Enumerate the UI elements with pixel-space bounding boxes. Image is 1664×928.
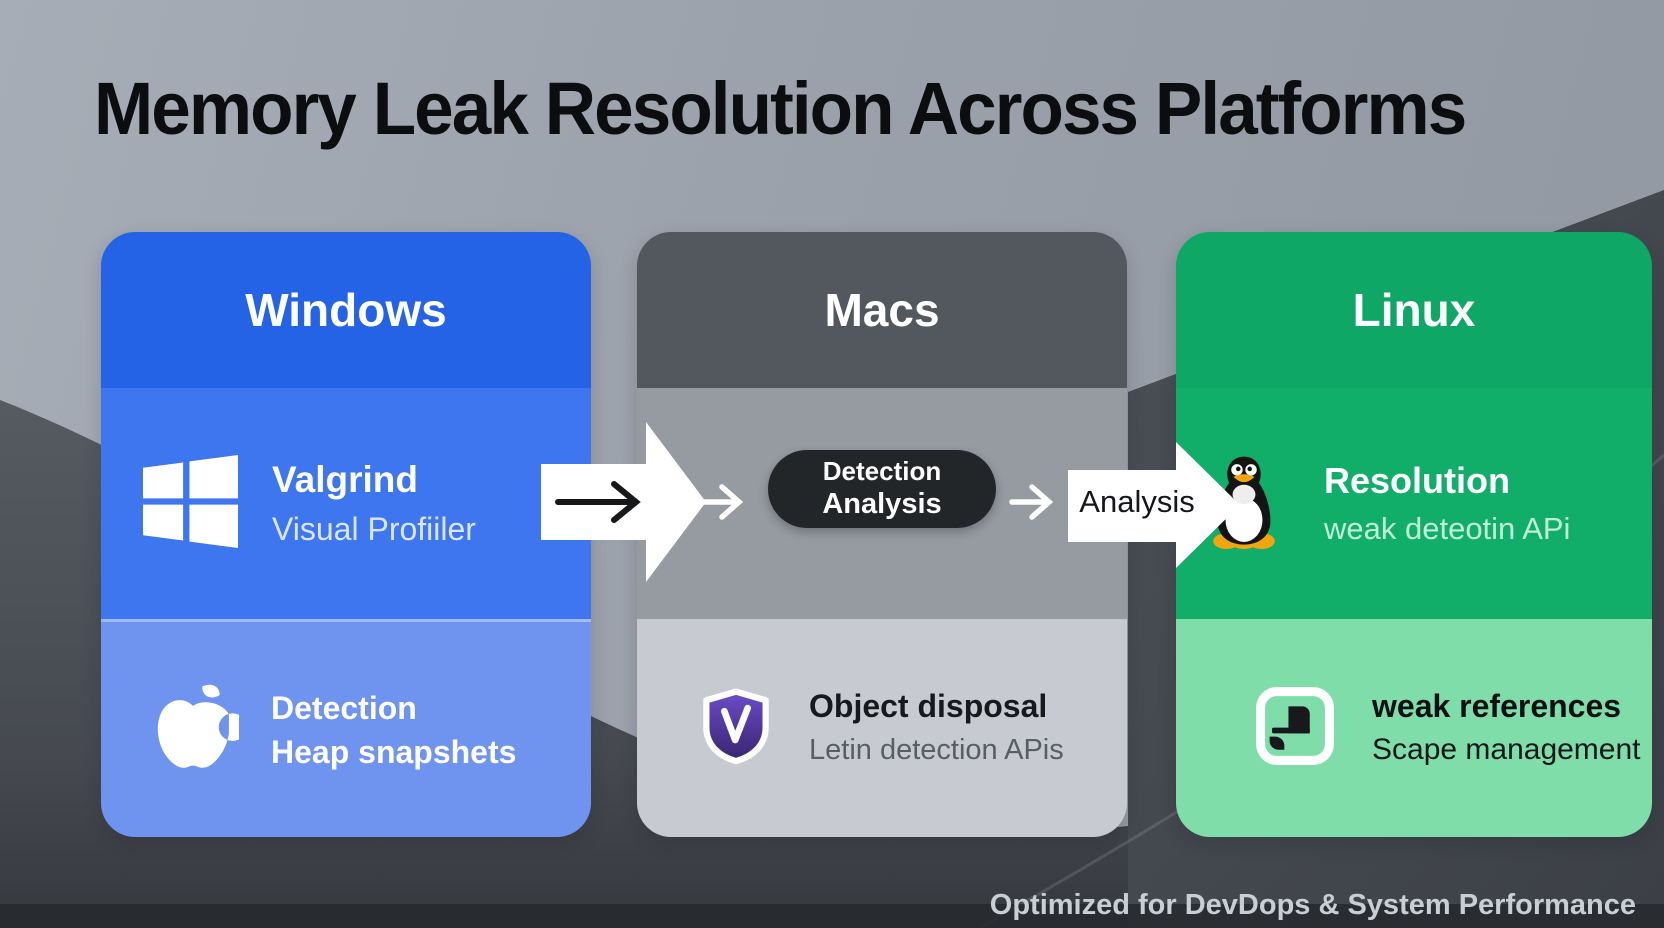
linux-weak-api-label: weak deteotin APi bbox=[1324, 510, 1571, 546]
windows-title: Windows bbox=[245, 284, 447, 336]
macs-column-card: Macs bbox=[637, 232, 1127, 837]
pill-detection-label: Detection bbox=[822, 456, 942, 486]
valgrind-shield-icon bbox=[697, 687, 775, 770]
page-title: Memory Leak Resolution Across Platforms bbox=[94, 67, 1467, 150]
windows-detection-label: Detection bbox=[271, 690, 417, 727]
windows-header: Windows bbox=[101, 232, 591, 388]
macs-header: Macs bbox=[637, 232, 1127, 388]
windows-bottom-section: Detection Heap snapshets bbox=[101, 619, 591, 837]
macs-object-disposal-label: Object disposal bbox=[809, 688, 1048, 725]
linux-title: Linux bbox=[1352, 284, 1476, 336]
apple-logo-icon bbox=[147, 683, 247, 780]
windows-column-card: Windows Valgrind Visual Profiiler bbox=[101, 232, 591, 837]
linux-header: Linux bbox=[1176, 232, 1652, 388]
linux-weak-references-label: weak references bbox=[1372, 687, 1622, 724]
pill-analysis-label: Analysis bbox=[822, 488, 942, 521]
tux-penguin-icon bbox=[1200, 453, 1288, 555]
macs-detection-apis-label: Letin detection APis bbox=[809, 734, 1064, 766]
detection-analysis-pill: Detection Analysis bbox=[768, 450, 996, 528]
windows-heap-label: Heap snapshets bbox=[271, 734, 517, 771]
weak-references-icon bbox=[1254, 685, 1336, 772]
windows-tool-subtitle: Visual Profiiler bbox=[272, 510, 476, 547]
macs-bottom-section: Object disposal Letin detection APis bbox=[637, 619, 1127, 837]
windows-tool-name: Valgrind bbox=[272, 459, 418, 501]
linux-resolution-label: Resolution bbox=[1324, 460, 1510, 502]
linux-column-card: Linux bbox=[1176, 232, 1652, 837]
footer-caption: Optimized for DevDops & System Performan… bbox=[989, 889, 1636, 921]
windows-logo-icon bbox=[143, 454, 238, 554]
macs-title: Macs bbox=[824, 284, 940, 336]
windows-mid-section: Valgrind Visual Profiiler bbox=[101, 388, 591, 619]
analysis-arrow-label: Analysis bbox=[1079, 484, 1195, 519]
linux-mid-section: Resolution weak deteotin APi bbox=[1176, 388, 1652, 619]
linux-bottom-section: weak references Scape management bbox=[1176, 619, 1652, 837]
linux-scape-management-label: Scape management bbox=[1372, 733, 1641, 767]
